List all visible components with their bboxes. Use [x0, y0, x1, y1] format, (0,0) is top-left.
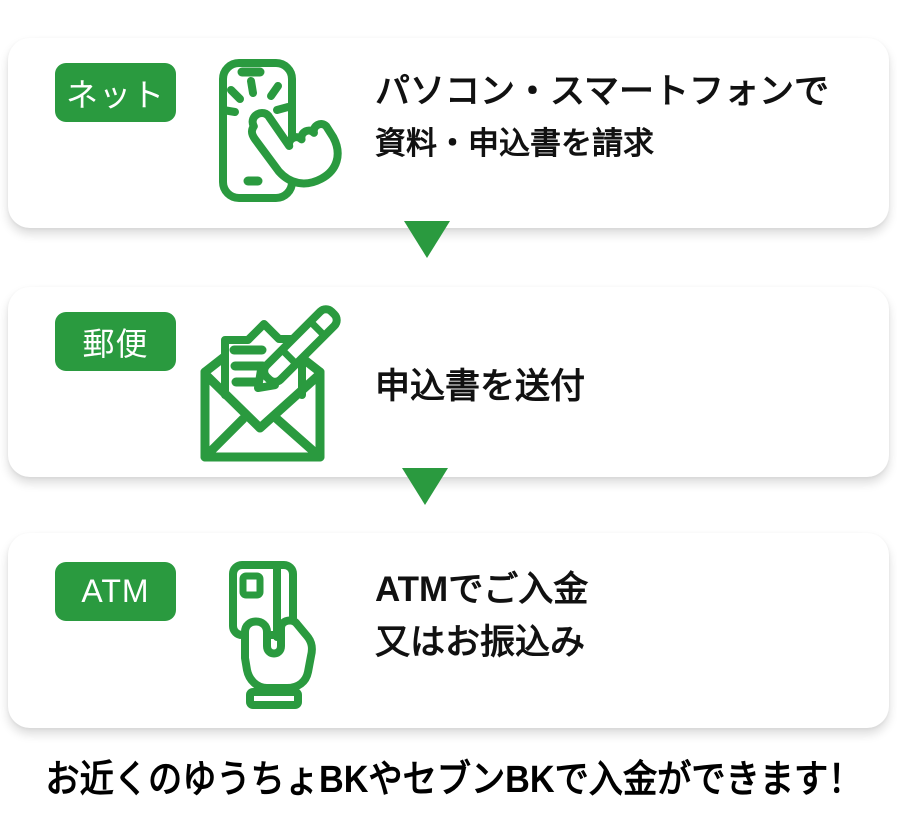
step-text-line: 資料・申込書を請求: [375, 126, 654, 161]
step-text-atm: ATMでご入金 又はお振込み: [375, 563, 588, 669]
footer-note-text: お近くのゆうちょBKやセブンBKで入金ができます！: [45, 759, 863, 801]
step-text-mail: 申込書を送付: [375, 361, 585, 413]
step-text-line: パソコン・スマートフォンで: [375, 72, 829, 111]
step-badge-net: ネット: [55, 63, 176, 122]
step-card-net: ネット パソコン・スマートフォンで 資料・申込書を請求: [8, 38, 889, 228]
down-arrow-icon: [404, 221, 450, 258]
step-card-mail: 郵便: [8, 287, 889, 477]
step-text-line: ATMでご入金: [375, 570, 589, 609]
smartphone-tap-icon: [202, 55, 352, 215]
card-hand-icon: [215, 550, 325, 715]
step-card-atm: ATM ATMでご入金 又はお振込み: [8, 533, 889, 728]
footer-note: お近くのゆうちょBKやセブンBKで入金ができます！: [0, 757, 897, 803]
step-text-net: パソコン・スマートフォンで 資料・申込書を請求: [375, 66, 829, 170]
envelope-pen-icon: [198, 305, 341, 465]
step-text-line: 申込書を送付: [375, 367, 586, 406]
step-badge-mail: 郵便: [55, 312, 176, 371]
step-text-line: 又はお振込み: [375, 623, 586, 662]
step-badge-atm: ATM: [55, 562, 176, 621]
down-arrow-icon: [402, 468, 448, 505]
